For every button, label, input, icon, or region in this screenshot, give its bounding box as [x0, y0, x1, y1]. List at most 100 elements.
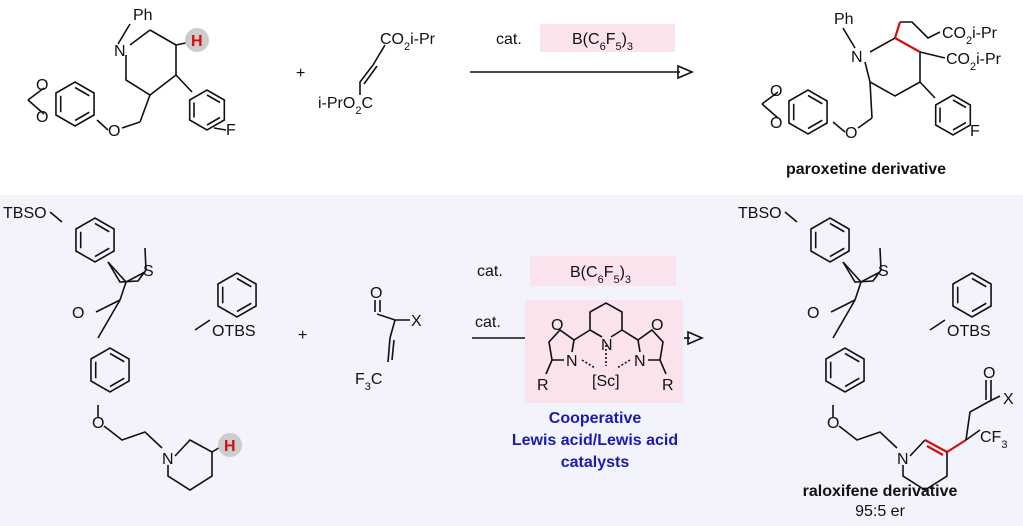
double-bond: [206, 94, 221, 104]
plus-sign: +: [296, 65, 305, 82]
ester-label: CO2i-Pr: [946, 51, 1002, 73]
n-label: N: [851, 49, 863, 66]
fumarate-reagent: CO2i-Pr i-PrO2C: [318, 31, 436, 117]
ester-label: CO2i-Pr: [380, 31, 436, 53]
benzene-ring: [90, 347, 130, 393]
benzene-ring: [788, 89, 828, 135]
o-label: O: [770, 83, 782, 100]
tbso-label: TBSO: [738, 205, 782, 222]
x-label: X: [1003, 391, 1014, 408]
catalyst-box: [540, 24, 675, 52]
double-bond: [807, 119, 823, 130]
benzene-ring: [952, 272, 992, 318]
cf3-label: F3C: [355, 371, 382, 393]
ester-label: i-PrO2C: [318, 95, 373, 117]
double-bond: [952, 121, 967, 131]
er-value: 95:5 er: [855, 503, 905, 520]
benzene-ring: [217, 272, 257, 318]
n-label: N: [162, 451, 174, 468]
double-bond: [971, 302, 987, 313]
o-label: O: [72, 305, 84, 322]
double-bond: [844, 377, 860, 388]
catalyst-box: [530, 256, 676, 286]
double-bond: [236, 277, 252, 288]
h-label: H: [191, 33, 203, 50]
double-bond: [74, 111, 90, 122]
caption-line-1: Cooperative: [549, 410, 642, 427]
double-bond: [109, 377, 125, 388]
double-bond: [94, 222, 110, 233]
product-name: paroxetine derivative: [786, 161, 946, 178]
cat-label: cat.: [496, 31, 522, 48]
raloxifene-reactant: TBSO S O OTBS O N H: [3, 205, 256, 491]
h-highlight-circle: [218, 433, 242, 457]
o-label: O: [770, 115, 782, 132]
n-label: N: [601, 337, 613, 354]
ph-label: Ph: [834, 11, 854, 28]
o-label: O: [92, 415, 104, 432]
cat-label: cat.: [477, 263, 503, 280]
paroxetine-reactant: Ph N H F O O O: [27, 7, 236, 140]
otbs-label: OTBS: [212, 323, 256, 340]
o-label: O: [845, 125, 857, 142]
otbs-label: OTBS: [947, 323, 991, 340]
n-label: N: [634, 353, 646, 370]
h-label: H: [224, 438, 236, 455]
ester-label: CO2i-Pr: [942, 25, 998, 47]
ph-label: Ph: [133, 7, 153, 24]
cat-label: cat.: [475, 314, 501, 331]
benzene-ring: [188, 89, 226, 131]
n-label: N: [897, 451, 909, 468]
product-name: raloxifene derivative: [803, 483, 958, 500]
o-label: O: [983, 365, 995, 382]
s-label: S: [143, 263, 154, 280]
paroxetine-product: Ph N CO2i-Pr CO2i-Pr F O O O paroxetine …: [761, 11, 1002, 178]
double-bond: [74, 86, 90, 97]
arrow-head: [677, 64, 695, 80]
o-label: O: [108, 123, 120, 140]
double-bond: [829, 247, 845, 258]
n-label: N: [114, 43, 126, 60]
tbso-label: TBSO: [3, 205, 47, 222]
benzene-ring: [934, 94, 972, 136]
f-label: F: [970, 123, 980, 140]
h-highlight-circle: [185, 28, 209, 52]
double-bond: [94, 247, 110, 258]
n-label: N: [566, 353, 578, 370]
r-label: R: [662, 377, 674, 394]
bottom-conditions: cat. B(C6F5)3 cat. O O N N N [Sc] R R: [472, 256, 705, 403]
top-conditions: cat. B(C6F5)3: [470, 24, 695, 80]
pybox-ligand: O O N N N [Sc] R R: [537, 302, 674, 394]
trifluorocrotonate-reagent: O X F3C: [355, 285, 422, 393]
o-label: O: [36, 109, 48, 126]
double-bond: [829, 222, 845, 233]
caption-line-3: catalysts: [561, 454, 630, 471]
double-bond: [206, 116, 221, 126]
caption-line-2: Lewis acid/Lewis acid: [512, 432, 678, 449]
benzene-ring: [55, 81, 95, 127]
benzene-ring: [810, 217, 850, 263]
o-label: O: [370, 285, 382, 302]
double-bond: [844, 352, 860, 363]
double-bond: [807, 94, 823, 105]
thiophene-ring: [842, 247, 882, 283]
o-label: O: [827, 415, 839, 432]
bottom-reaction-panel: [0, 195, 1023, 526]
double-bond: [236, 302, 252, 313]
o-label: O: [651, 317, 663, 334]
double-bond: [109, 352, 125, 363]
benzene-ring: [825, 347, 865, 393]
metal-label: [Sc]: [592, 373, 620, 390]
cf3-label: CF3: [980, 429, 1007, 451]
plus-sign: +: [298, 327, 307, 344]
f-label: F: [226, 122, 236, 139]
double-bond: [971, 277, 987, 288]
s-label: S: [878, 263, 889, 280]
o-label: O: [551, 317, 563, 334]
double-bond: [952, 99, 967, 109]
thiophene-ring: [107, 247, 147, 283]
ring-bonds: [55, 81, 992, 393]
r-label: R: [537, 377, 549, 394]
o-label: O: [36, 77, 48, 94]
benzene-ring: [75, 217, 115, 263]
